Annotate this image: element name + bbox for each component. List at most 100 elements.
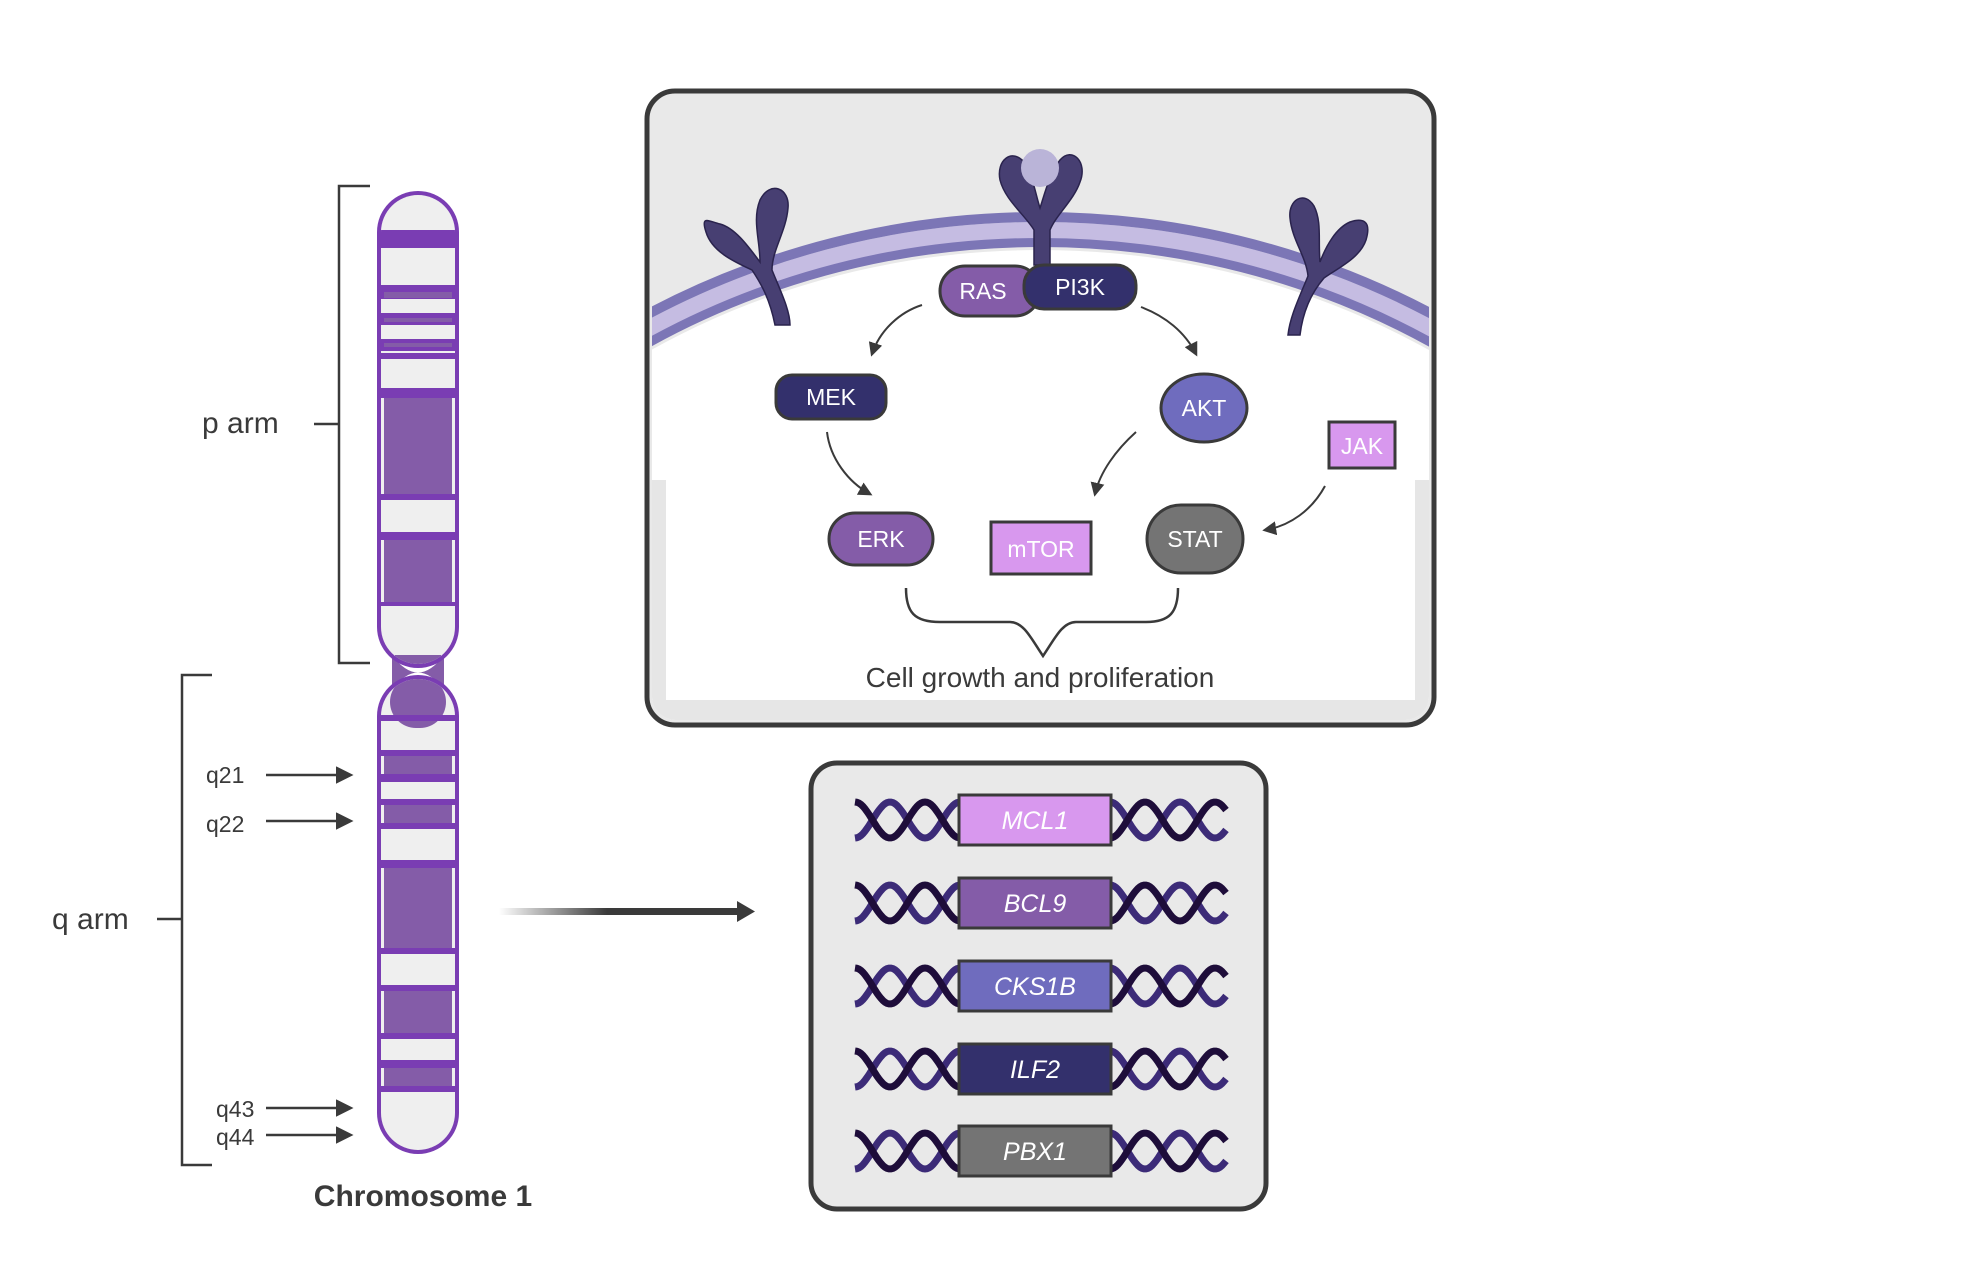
receptor-right-icon (1287, 197, 1369, 336)
dna-helix-icon (1109, 964, 1229, 1008)
gene-box (957, 959, 1113, 1013)
node-mtor-label: mTOR (1007, 536, 1074, 562)
arrowhead-icon (737, 901, 755, 922)
band-divider (381, 799, 455, 805)
dna-helix-icon (1109, 881, 1229, 925)
node-ras: RAS (938, 264, 1042, 318)
node-pi3k-label: PI3K (1055, 274, 1106, 300)
gene-box (957, 1124, 1113, 1178)
dna-helix-icon (854, 964, 960, 1008)
band-label: q22 (206, 811, 244, 837)
p-arm (377, 191, 459, 668)
band-divider (381, 774, 455, 782)
p-arm-bracket (314, 184, 370, 665)
dark-band (384, 292, 452, 298)
arrow-jak-to-stat (1262, 485, 1326, 536)
gene-label: CKS1B (994, 973, 1076, 1001)
node-mek-label: MEK (806, 384, 857, 410)
gene-box (957, 1042, 1113, 1096)
dna-helix-icon (854, 1047, 960, 1091)
arrow-mek-to-erk (826, 431, 873, 496)
band-marker-q43: q43 (216, 1096, 354, 1122)
node-erk: ERK (827, 511, 935, 567)
band-divider (381, 715, 455, 721)
dna-helix-icon (1109, 1129, 1229, 1173)
node-akt: AKT (1159, 372, 1249, 444)
p-arm-label: p arm (202, 407, 279, 440)
band-divider (381, 1086, 455, 1092)
band-divider (381, 494, 455, 500)
receptor-left-icon (703, 187, 791, 326)
dna-helix-icon (854, 881, 960, 925)
chromosome-title: Chromosome 1 (314, 1180, 532, 1213)
node-pi3k: PI3K (1022, 263, 1138, 311)
band-divider (381, 353, 455, 359)
dna-helix-icon (1109, 798, 1229, 842)
node-erk-label: ERK (857, 526, 905, 552)
band-divider (381, 823, 455, 829)
band-divider (381, 602, 455, 606)
dark-band (384, 318, 452, 322)
band-marker-q21: q21 (206, 762, 354, 788)
arrow-akt-to-mtor (1090, 431, 1137, 497)
band-divider (381, 388, 455, 398)
band-divider (381, 985, 455, 991)
gene-row: CKS1B (854, 959, 1229, 1013)
band-divider (381, 1060, 455, 1068)
dna-helix-icon (1109, 1047, 1229, 1091)
band-divider (381, 948, 455, 954)
gene-box (957, 876, 1113, 930)
gene-row: PBX1 (854, 1124, 1229, 1178)
node-ras-label: RAS (959, 278, 1006, 304)
band-label: q44 (216, 1124, 255, 1150)
q-arm-bracket (157, 673, 212, 1167)
band-divider (381, 238, 455, 248)
pathway-caption: Cell growth and proliferation (866, 662, 1215, 693)
dark-band (384, 805, 452, 823)
dark-band (384, 756, 452, 774)
gene-row: ILF2 (854, 1042, 1229, 1096)
gene-label: BCL9 (1004, 890, 1067, 918)
node-mek: MEK (774, 373, 888, 421)
curly-brace-icon (904, 587, 1180, 659)
band-label: q21 (206, 762, 244, 788)
band-marker-q22: q22 (206, 811, 354, 837)
gene-label: ILF2 (1010, 1056, 1060, 1084)
band-divider (381, 532, 455, 540)
dark-band (384, 1068, 452, 1086)
dark-band (384, 868, 452, 948)
q-arm (377, 675, 459, 1154)
node-stat-label: STAT (1167, 526, 1222, 552)
band-divider (381, 230, 455, 238)
band-divider (381, 860, 455, 868)
node-mtor: mTOR (989, 520, 1093, 576)
dark-band (384, 540, 452, 602)
dark-band (384, 398, 452, 494)
gene-label: PBX1 (1003, 1138, 1067, 1166)
signaling-pathway-panel: RAS PI3K MEK AKT JAK ERK mTOR STAT (644, 88, 1437, 728)
band-marker-q44: q44 (216, 1124, 354, 1150)
dark-band (384, 343, 452, 347)
node-jak: JAK (1327, 420, 1397, 470)
band-divider (381, 1033, 455, 1039)
band-label: q43 (216, 1096, 254, 1122)
gene-box (957, 793, 1113, 847)
node-stat: STAT (1145, 503, 1245, 575)
amplification-arrow (499, 901, 755, 922)
band-divider (381, 750, 455, 756)
pathway-arrows (826, 304, 1326, 536)
dark-band (395, 655, 441, 664)
arrow-ras-to-mek (868, 304, 923, 357)
chromosome-1 (377, 191, 459, 1154)
gene-label: MCL1 (1002, 807, 1069, 835)
dna-helix-icon (854, 1129, 960, 1173)
gene-row: MCL1 (854, 793, 1229, 847)
ligand-icon (1021, 149, 1059, 187)
centromere (392, 655, 444, 690)
gene-row: BCL9 (854, 876, 1229, 930)
dna-helix-icon (854, 798, 960, 842)
arrow-pi3k-to-akt (1140, 306, 1198, 357)
q-arm-label: q arm (52, 903, 129, 936)
